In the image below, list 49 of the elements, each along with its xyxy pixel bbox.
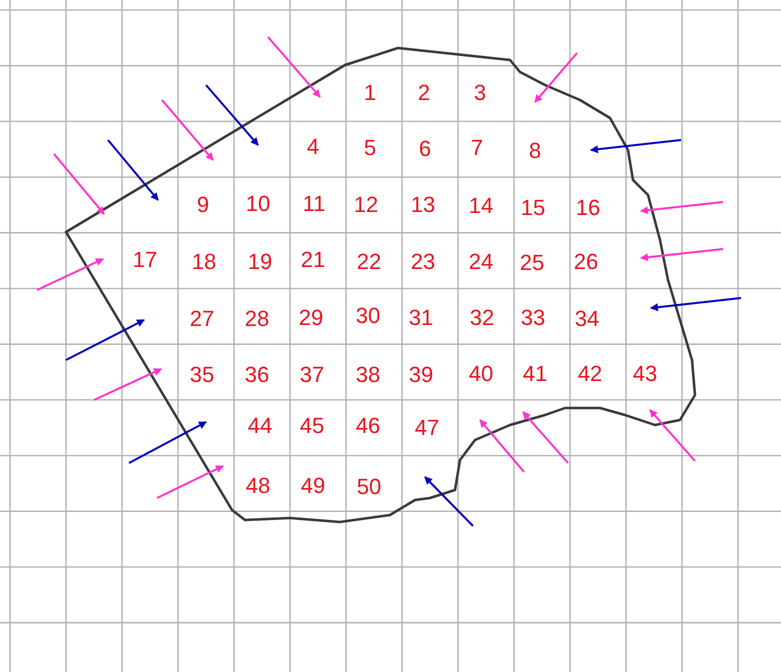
- cell-number: 27: [190, 308, 214, 330]
- cell-number: 42: [578, 363, 602, 385]
- cell-number: 11: [302, 193, 326, 215]
- cell-number: 3: [474, 82, 486, 104]
- cell-number: 10: [246, 193, 270, 215]
- cell-number: 37: [300, 364, 324, 386]
- cell-number: 7: [470, 137, 484, 159]
- cell-number: 5: [364, 137, 376, 159]
- cell-number: 45: [300, 415, 324, 437]
- cell-number: 33: [520, 307, 546, 329]
- cell-number: 40: [468, 363, 494, 385]
- cell-number: 36: [244, 364, 270, 386]
- cell-number: 12: [354, 194, 378, 216]
- cell-number: 15: [520, 197, 546, 219]
- cell-number: 44: [248, 415, 272, 437]
- cell-number: 25: [520, 252, 544, 274]
- cell-number: 18: [192, 251, 216, 273]
- cell-number: 6: [418, 138, 432, 160]
- cell-number: 30: [356, 305, 380, 327]
- cell-number: 35: [190, 364, 214, 386]
- cell-number: 49: [300, 475, 326, 497]
- cell-number: 4: [306, 136, 320, 158]
- cell-number: 41: [522, 363, 548, 385]
- cell-number: 24: [468, 251, 494, 273]
- cell-number: 21: [300, 249, 326, 271]
- cell-number: 14: [468, 195, 494, 217]
- cell-number: 9: [196, 194, 210, 216]
- cell-number: 43: [632, 363, 658, 385]
- cell-number: 19: [248, 251, 272, 273]
- cell-number: 47: [414, 417, 440, 439]
- cell-number: 2: [418, 82, 430, 104]
- cell-number: 29: [298, 307, 324, 329]
- cell-number: 48: [246, 475, 270, 497]
- cell-number: 22: [356, 251, 382, 273]
- cell-number: 38: [356, 364, 380, 386]
- cell-number: 1: [364, 82, 376, 104]
- cell-number: 34: [574, 308, 600, 330]
- cell-number: 13: [410, 194, 436, 216]
- cell-number: 32: [470, 307, 494, 329]
- cell-number: 46: [356, 415, 380, 437]
- cell-number: 28: [244, 308, 270, 330]
- cell-number: 23: [410, 251, 436, 273]
- cell-number: 16: [576, 197, 600, 219]
- cell-number: 39: [408, 364, 434, 386]
- cell-number: 50: [356, 476, 382, 498]
- cell-number: 31: [408, 307, 434, 329]
- cell-number: 26: [574, 251, 598, 273]
- cell-number: 8: [528, 140, 542, 162]
- cell-number: 17: [132, 249, 158, 271]
